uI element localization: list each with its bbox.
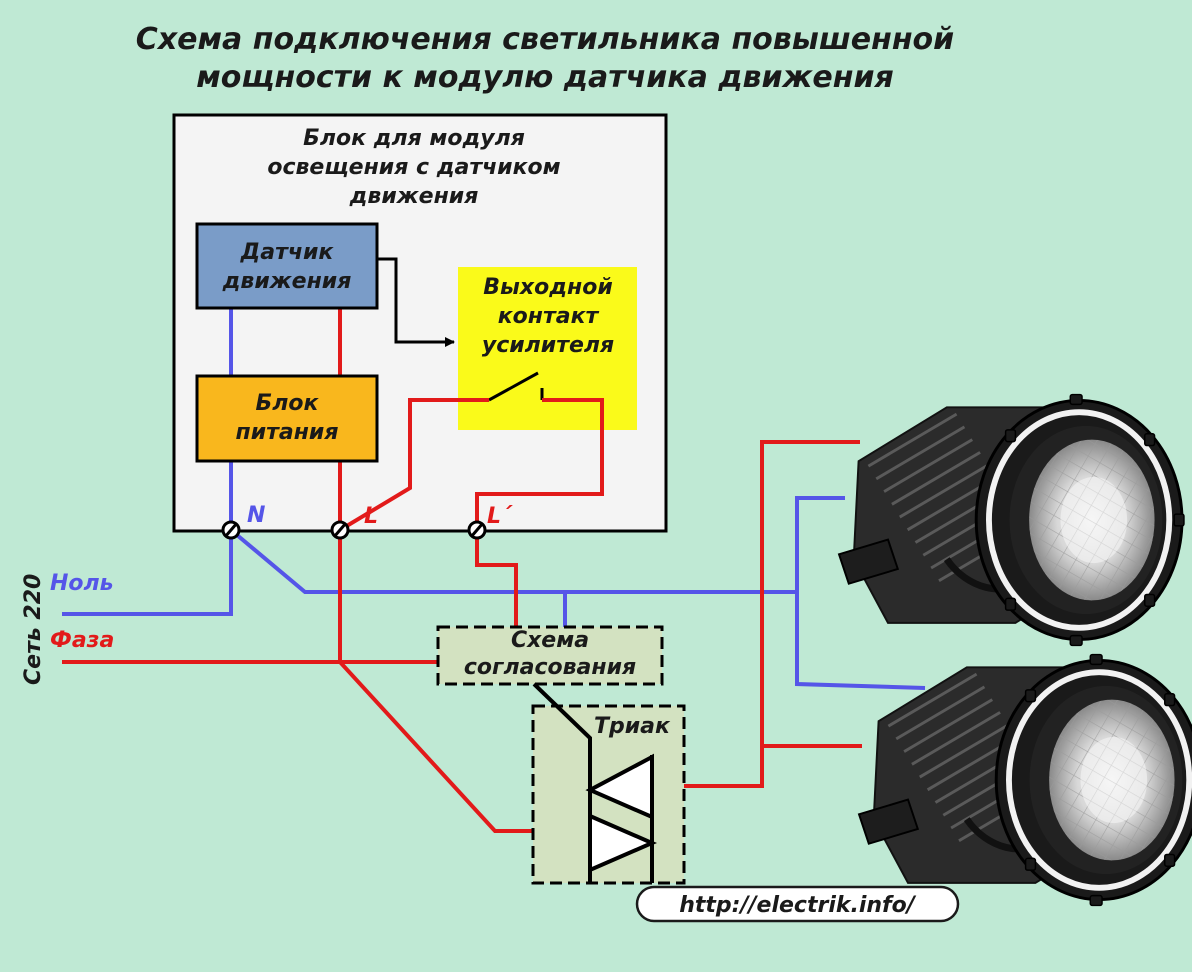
sensor-signal-arrow: [377, 257, 455, 347]
url-text[interactable]: http://electrik.info/: [679, 893, 917, 918]
output-contact-label-line-2: контакт: [498, 304, 600, 329]
url-badge: [635, 885, 960, 923]
output-contact-label-line-3: усилителя: [482, 333, 614, 358]
title-line-2: мощности к модулю датчика движения: [196, 60, 894, 95]
lamp-phase-wire: [652, 440, 860, 788]
lamp-neutral-bus: [229, 528, 797, 594]
switch-output-wire: [475, 398, 604, 530]
output-contact-block: [458, 267, 637, 430]
motion-sensor-label-line-1: Датчик: [240, 240, 335, 265]
terminal-n-label: N: [247, 503, 265, 528]
unit-block-label-line-1: Блок для модуля: [303, 126, 525, 151]
triac-label: Триак: [594, 714, 671, 739]
power-supply-label-line-2: питания: [236, 420, 339, 445]
led-highbay-lamp-icon: [859, 655, 1192, 906]
terminal-screw-icon: [221, 520, 241, 540]
terminal-screw-icon: [330, 520, 350, 540]
neutral-label: Ноль: [50, 571, 114, 596]
lamp-1-neutral-wire: [795, 496, 845, 592]
switch-input-wire: [338, 398, 489, 532]
triac-symbol-icon: [532, 682, 658, 883]
mains-neutral-wire: [62, 530, 233, 616]
terminal-l-out-label: L´: [487, 504, 513, 529]
phase-label: Фаза: [50, 628, 114, 653]
terminal-screw-icon: [467, 520, 487, 540]
mains-label: Сеть 220: [21, 574, 46, 685]
power-supply-block: [195, 374, 379, 463]
terminal-l-label: L: [364, 504, 378, 529]
unit-block-label-line-3: движения: [349, 184, 479, 209]
unit-block-label-line-2: освещения с датчиком: [267, 155, 560, 180]
motion-sensor-block: [195, 222, 379, 310]
control-output-wire: [475, 530, 518, 627]
lamp-2-neutral-wire: [795, 592, 926, 690]
matching-circuit-label-line-1: Схема: [511, 628, 589, 653]
matching-circuit-label-line-2: согласования: [464, 655, 636, 680]
matching-circuit-block: [436, 625, 664, 686]
motion-sensor-label-line-2: движения: [222, 269, 352, 294]
led-highbay-lamp-icon: [839, 395, 1184, 646]
output-contact-label-line-1: Выходной: [483, 275, 612, 300]
title-line-1: Схема подключения светильника повышенной: [136, 22, 954, 57]
power-supply-label-line-1: Блок: [256, 391, 320, 416]
